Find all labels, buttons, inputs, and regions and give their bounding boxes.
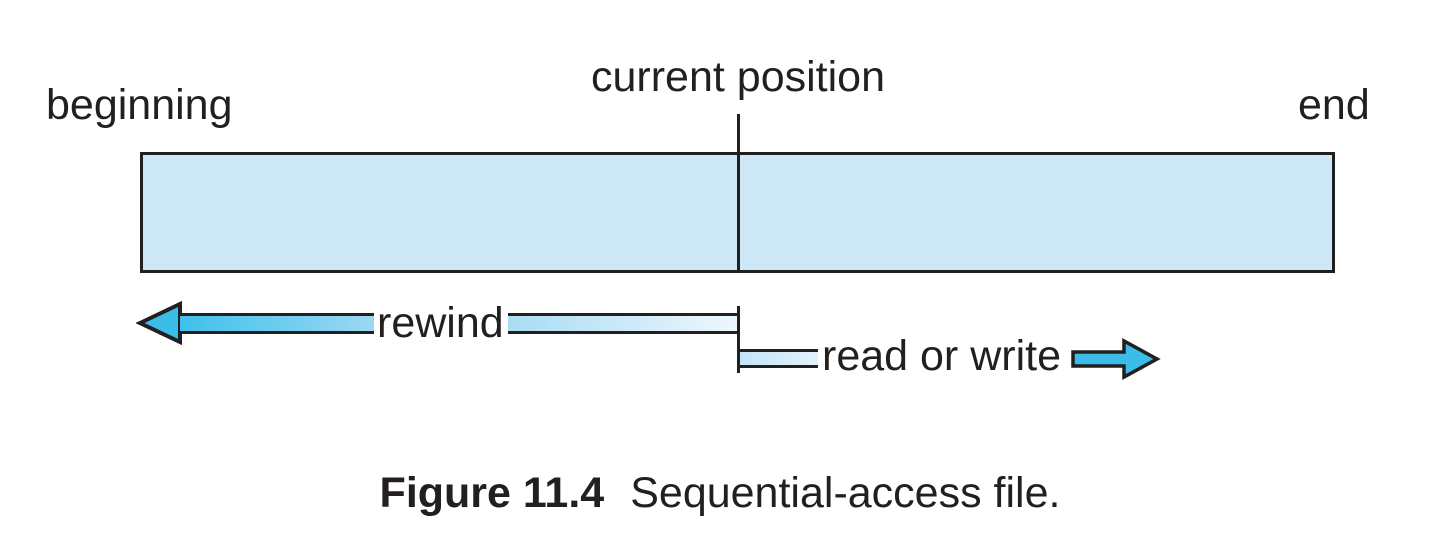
rewind-label: rewind — [377, 299, 504, 347]
figure-caption: Figure 11.4 Sequential-access file. — [0, 472, 1440, 515]
read-write-arrow-icon — [1071, 338, 1161, 380]
rewind-arrow-shaft-right — [508, 313, 739, 334]
read-or-write-label: read or write — [822, 332, 1061, 380]
end-label: end — [1298, 81, 1370, 129]
current-position-tick — [737, 306, 740, 373]
beginning-label: beginning — [46, 81, 233, 129]
figure-caption-text: Sequential-access file. — [630, 469, 1061, 517]
read-write-bar — [740, 349, 818, 368]
rewind-arrowhead-icon — [136, 301, 182, 345]
current-position-line-in-file — [737, 152, 740, 273]
figure-number: Figure 11.4 — [379, 469, 605, 517]
current-position-pointer-line — [737, 114, 740, 155]
rewind-arrow-shaft-left — [180, 313, 374, 334]
current-position-label: current position — [591, 53, 885, 101]
